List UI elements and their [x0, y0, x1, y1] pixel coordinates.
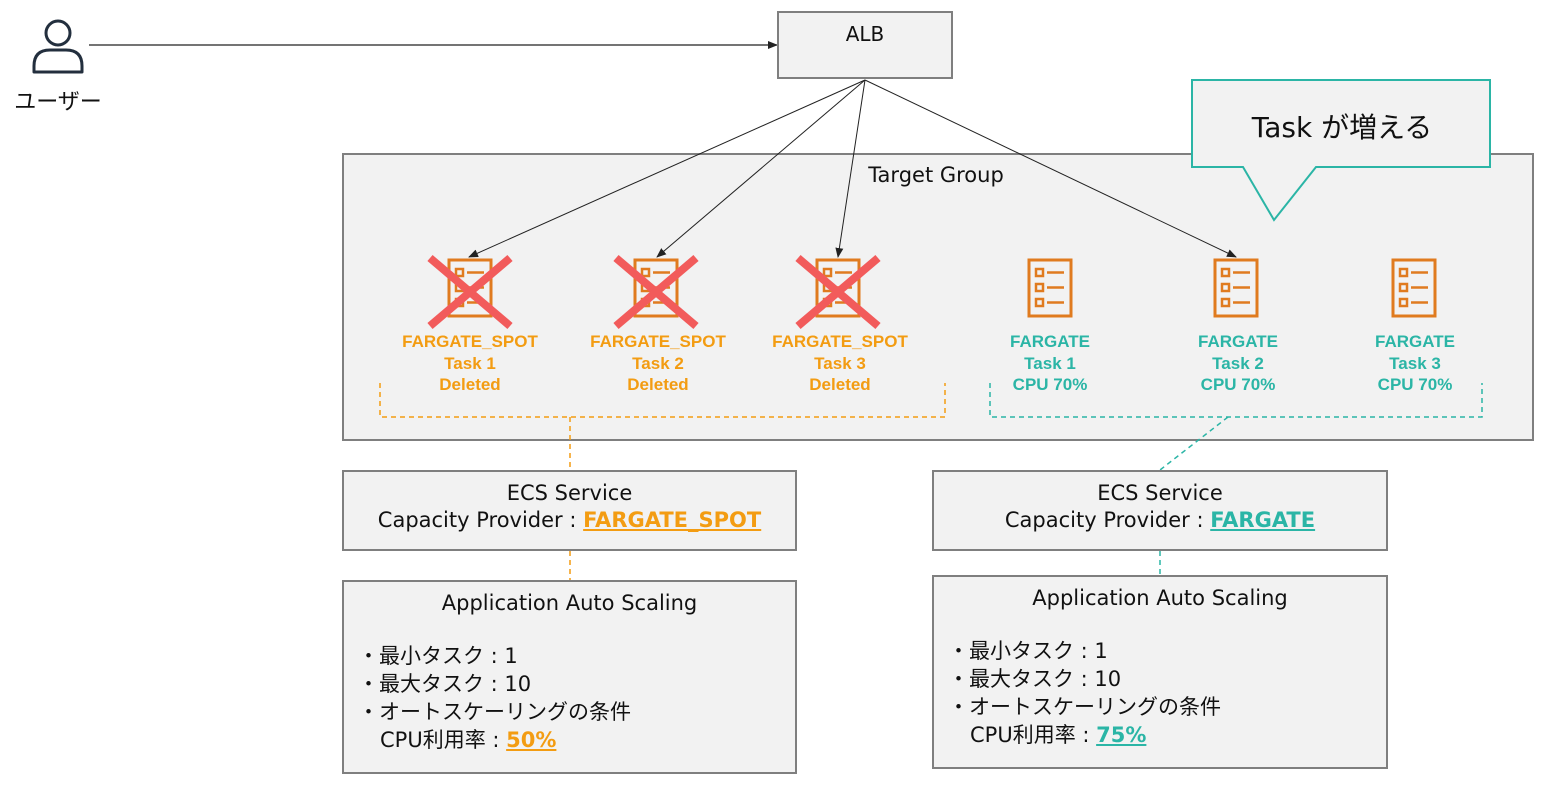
- ecs-service-spot-provider: Capacity Provider : FARGATE_SPOT: [344, 507, 795, 534]
- spot-task-2-label: FARGATE_SPOT Task 2 Deleted: [558, 331, 758, 396]
- alb-to-spot-task-3-arrow: [835, 79, 866, 258]
- fargate-task-3-type: FARGATE: [1375, 332, 1455, 351]
- auto-scaling-spot-rules: ・最小タスク : 1 ・最大タスク : 10 ・オートスケーリングの条件 CPU…: [358, 642, 631, 754]
- ecs-service-fargate-provider: Capacity Provider : FARGATE: [934, 507, 1386, 534]
- deleted-x-icon: [427, 254, 513, 330]
- callout-bubble: [1191, 79, 1491, 222]
- spot-task-3-status: Deleted: [809, 375, 871, 394]
- task-document-icon: [1391, 258, 1437, 318]
- spot-task-3-label: FARGATE_SPOT Task 3 Deleted: [740, 331, 940, 396]
- fargate-task-1-type: FARGATE: [1010, 332, 1090, 351]
- auto-scaling-spot-max: ・最大タスク : 10: [358, 672, 532, 696]
- ecs-service-fargate-provider-prefix: Capacity Provider :: [1004, 508, 1211, 532]
- ecs-service-spot-title: ECS Service: [506, 481, 633, 505]
- alb-to-fargate-task-2-arrow: [864, 79, 1237, 258]
- ecs-service-spot-provider-prefix: Capacity Provider :: [377, 508, 584, 532]
- spot-task-1-label: FARGATE_SPOT Task 1 Deleted: [370, 331, 570, 396]
- fargate-task-3-name: Task 3: [1389, 353, 1441, 373]
- fargate-task-3-label: FARGATE Task 3 CPU 70%: [1315, 331, 1515, 396]
- auto-scaling-spot-title: Application Auto Scaling: [441, 591, 698, 615]
- spot-task-2-name: Task 2: [632, 353, 684, 373]
- alb-to-spot-task-1-arrow: [468, 79, 866, 258]
- auto-scaling-spot-condition: ・オートスケーリングの条件: [358, 700, 631, 724]
- auto-scaling-fargate-rules: ・最小タスク : 1 ・最大タスク : 10 ・オートスケーリングの条件 CPU…: [948, 637, 1221, 749]
- ecs-service-spot-box: ECS Service Capacity Provider : FARGATE_…: [342, 470, 797, 551]
- fargate-task-1-cpu: CPU 70%: [1012, 375, 1088, 394]
- spot-task-1-name: Task 1: [444, 353, 496, 373]
- spot-task-2-status: Deleted: [627, 375, 689, 394]
- spot-task-1-type: FARGATE_SPOT: [402, 332, 538, 351]
- auto-scaling-fargate-min: ・最小タスク : 1: [948, 639, 1108, 663]
- spot-task-3-name: Task 3: [814, 353, 866, 373]
- ecs-service-fargate-box: ECS Service Capacity Provider : FARGATE: [932, 470, 1388, 551]
- fargate-bracket-to-service-line: [1159, 416, 1229, 471]
- target-group-container: [342, 153, 1534, 441]
- auto-scaling-fargate-title: Application Auto Scaling: [1032, 586, 1288, 610]
- fargate-task-2-type: FARGATE: [1198, 332, 1278, 351]
- auto-scaling-fargate-cpu-prefix: CPU利用率 :: [970, 723, 1097, 747]
- deleted-x-icon: [613, 254, 699, 330]
- auto-scaling-fargate-condition: ・オートスケーリングの条件: [948, 695, 1221, 719]
- auto-scaling-fargate-cpu: CPU利用率 : 75%: [948, 721, 1221, 749]
- ecs-service-spot-provider-value: FARGATE_SPOT: [583, 508, 762, 532]
- auto-scaling-fargate-box: Application Auto Scaling ・最小タスク : 1 ・最大タ…: [932, 575, 1388, 769]
- fargate-task-3-cpu: CPU 70%: [1377, 375, 1453, 394]
- fargate-task-2-name: Task 2: [1212, 353, 1264, 373]
- user-label: ユーザー: [14, 90, 102, 115]
- user-icon: [32, 19, 84, 74]
- spot-task-1-status: Deleted: [439, 375, 501, 394]
- auto-scaling-spot-cpu: CPU利用率 : 50%: [358, 726, 631, 754]
- alb-box: ALB: [777, 11, 953, 79]
- auto-scaling-spot-min: ・最小タスク : 1: [358, 644, 518, 668]
- alb-label: ALB: [845, 22, 885, 46]
- auto-scaling-spot-cpu-prefix: CPU利用率 :: [380, 728, 507, 752]
- spot-task-2-type: FARGATE_SPOT: [590, 332, 726, 351]
- auto-scaling-spot-box: Application Auto Scaling ・最小タスク : 1 ・最大タ…: [342, 580, 797, 774]
- fargate-task-group-bracket: [989, 383, 1483, 418]
- deleted-x-icon: [795, 254, 881, 330]
- task-document-icon: [1027, 258, 1073, 318]
- fargate-task-1-label: FARGATE Task 1 CPU 70%: [950, 331, 1150, 396]
- spot-task-group-bracket: [379, 383, 946, 418]
- callout-text: Task が増える: [1251, 111, 1433, 144]
- target-group-label: Target Group: [868, 163, 1004, 187]
- ecs-service-fargate-provider-value: FARGATE: [1210, 508, 1316, 532]
- fargate-task-1-name: Task 1: [1024, 353, 1076, 373]
- alb-to-spot-task-2-arrow: [656, 79, 866, 258]
- fargate-task-2-label: FARGATE Task 2 CPU 70%: [1138, 331, 1338, 396]
- task-document-icon: [1213, 258, 1259, 318]
- spot-task-3-type: FARGATE_SPOT: [772, 332, 908, 351]
- ecs-service-fargate-title: ECS Service: [1097, 481, 1223, 505]
- auto-scaling-fargate-max: ・最大タスク : 10: [948, 667, 1122, 691]
- fargate-task-2-cpu: CPU 70%: [1200, 375, 1276, 394]
- auto-scaling-fargate-cpu-value: 75%: [1096, 723, 1147, 747]
- auto-scaling-spot-cpu-value: 50%: [506, 728, 557, 752]
